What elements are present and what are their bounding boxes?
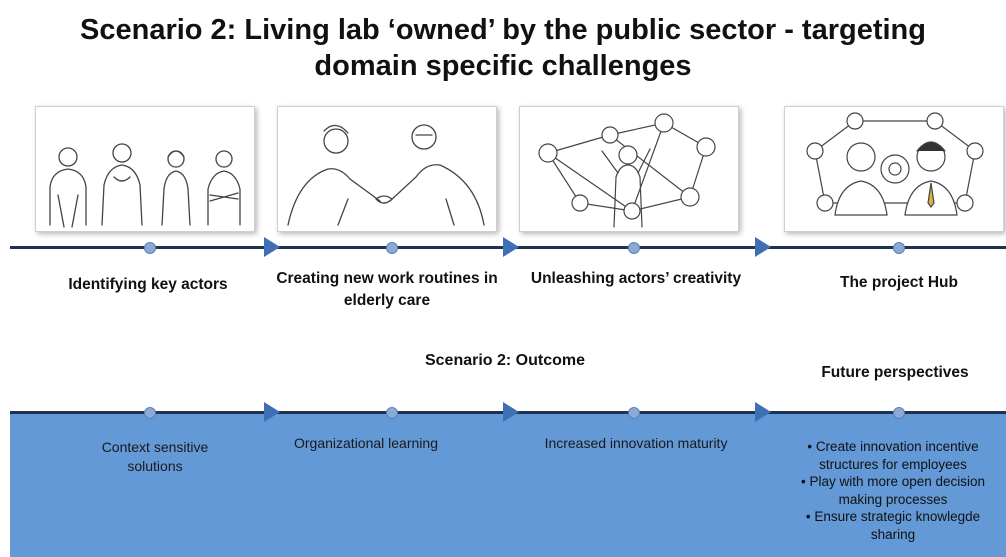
arrow-right-icon xyxy=(503,237,519,257)
outcome-item-1: Context sensitive solutions xyxy=(101,439,209,474)
arrow-right-icon xyxy=(264,237,280,257)
sketch-handshake xyxy=(277,106,497,232)
network-person-sketch-icon xyxy=(538,113,716,228)
future-heading: Future perspectives xyxy=(821,364,969,381)
outcome-heading: Scenario 2: Outcome xyxy=(424,352,586,369)
handshake-sketch-icon xyxy=(287,124,485,226)
page-title: Scenario 2: Living lab ‘owned’ by the pu… xyxy=(0,12,1006,84)
outcome-item-2: Organizational learning xyxy=(294,435,438,451)
timeline-node xyxy=(893,407,905,419)
sketch-project-hub xyxy=(784,106,1004,232)
timeline-node xyxy=(386,407,398,419)
arrow-right-icon xyxy=(755,402,771,422)
step-label-3: Unleashing actors’ creativity xyxy=(530,270,742,287)
arrow-right-icon xyxy=(755,237,771,257)
four-people-sketch-icon xyxy=(49,143,241,228)
title-line-2: domain specific challenges xyxy=(314,50,692,82)
step-label-4: The project Hub xyxy=(840,274,958,291)
timeline-node xyxy=(144,407,156,419)
title-line-1: Scenario 2: Living lab ‘owned’ by the pu… xyxy=(80,14,926,46)
arrow-right-icon xyxy=(264,402,280,422)
step-label-1: Identifying key actors xyxy=(68,276,228,293)
timeline-node xyxy=(628,407,640,419)
timeline-node xyxy=(628,242,640,254)
arrow-right-icon xyxy=(503,402,519,422)
step-label-2: Creating new work routines in elderly ca… xyxy=(276,270,498,309)
timeline-node xyxy=(386,242,398,254)
timeline-node xyxy=(893,242,905,254)
timeline-node xyxy=(144,242,156,254)
sketch-key-actors xyxy=(35,106,255,232)
hub-avatars-sketch-icon xyxy=(806,112,984,216)
sketch-creativity xyxy=(519,106,739,232)
outcome-item-3: Increased innovation maturity xyxy=(544,435,728,451)
